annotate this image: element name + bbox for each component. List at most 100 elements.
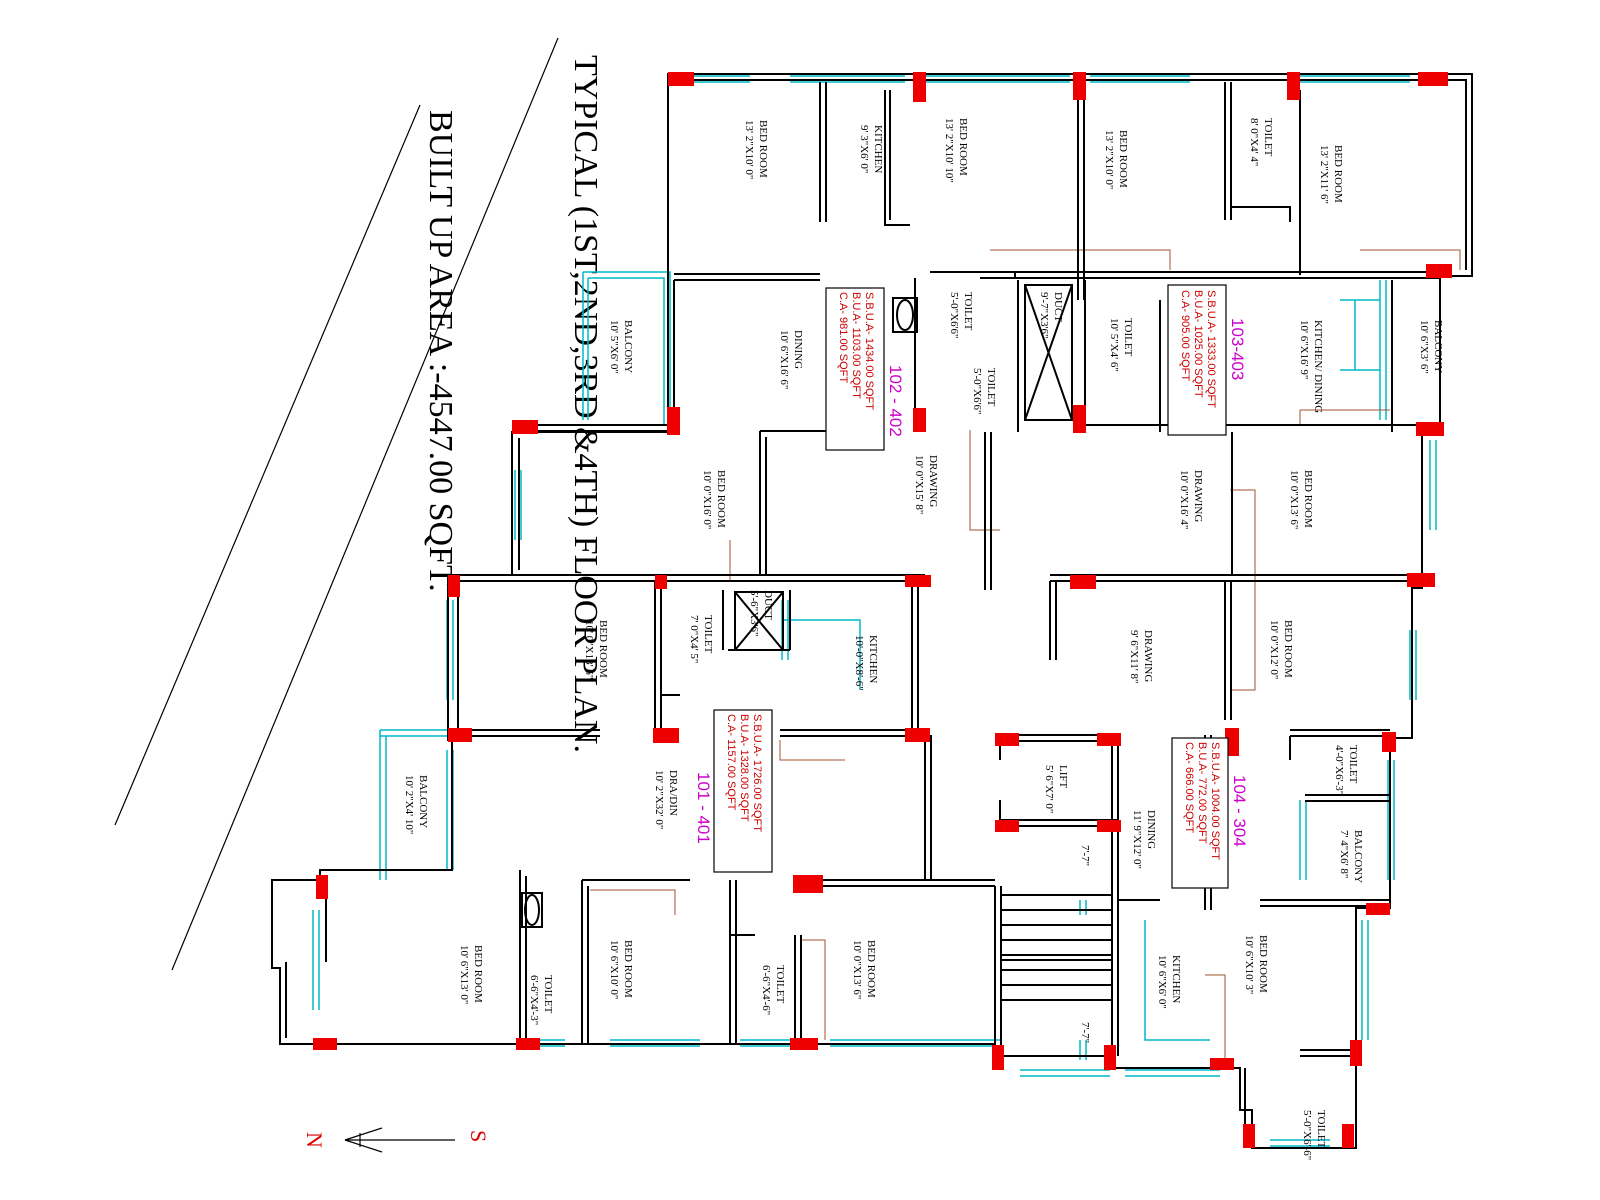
unit-101-ca: C.A- 1157.00 SQFT [725, 714, 737, 811]
door-swings [590, 249, 1461, 1060]
room-name-balcony: BALCONY [1432, 320, 1444, 373]
compass-arrow [344, 1127, 455, 1153]
room-name-bed-room: BED ROOM [472, 945, 484, 1003]
title-line-2: BUILT UP AREA :-4547.00 SQFT. [422, 110, 459, 592]
room-name-bed-room: BED ROOM [757, 120, 769, 178]
stair-dimension-1: 7'-7" [1079, 845, 1091, 866]
room-size-toilet: 8' 0"X4' 4" [1248, 118, 1260, 166]
room-size-drawing: 10' 0"X16' 4" [1178, 470, 1190, 529]
unit-102-ca: C.A- 981.00 SQFT [837, 292, 849, 383]
area-box-102 [825, 287, 885, 451]
room-size-lift: 5' 6"X7' 0" [1043, 765, 1055, 813]
room-size-toilet: 10' 5"X4' 6" [1108, 318, 1120, 372]
unit-103-ca: C.A- 905.00 SQFT [1179, 290, 1191, 381]
room-name-toilet: TOILET [1347, 745, 1359, 784]
room-size-bed-room: 10' 0"X12' 0" [1268, 620, 1280, 679]
room-name-bed-room: BED ROOM [1117, 130, 1129, 188]
unit-103-bua: B.U.A- 1025.00 SQFT [1192, 290, 1204, 398]
room-size-drawing: 9' 6"X11' 8" [1128, 630, 1140, 683]
unit-104-id: 104 - 304 [1230, 775, 1249, 847]
unit-101-bua: B.U.A- 1328.00 SQFT [738, 714, 750, 822]
room-name-kitchen: KITCHEN [872, 125, 884, 173]
room-size-kitchen: 10' 6"X6' 0" [1156, 955, 1168, 1009]
room-name-bed-room: BED ROOM [1332, 145, 1344, 203]
unit-104-bua: B.U.A- 772.00 SQFT [1196, 742, 1208, 844]
room-size-bed-room: 13' 2"X11' 6" [1318, 145, 1330, 204]
room-name-drawing: DRAWING [1192, 470, 1204, 522]
room-name-toilet: TOILET [1262, 118, 1274, 157]
title-line-1: TYPICAL (1ST,2ND,3RD &4TH) FLOOR PLAN. [567, 55, 604, 753]
room-name-bed-room: BED ROOM [1282, 620, 1294, 678]
room-size-duct: 9'-7"X3'6" [1038, 292, 1050, 339]
area-box-101 [713, 709, 773, 873]
room-size-dra-din: 10' 2"X32' 0" [653, 770, 665, 829]
room-size-toilet: 5'-0"X6'6" [948, 292, 960, 339]
room-size-bed-room: 13' 2"X10' 0" [1103, 130, 1115, 189]
room-size-kitchen-dining: 10' 6"X16' 9" [1298, 320, 1310, 379]
room-name-bed-room: BED ROOM [715, 470, 727, 528]
room-size-balcony: 10' 6"X3' 6" [1418, 320, 1430, 374]
room-size-bed-room: 10' 6"X13' 0" [458, 945, 470, 1004]
room-name-duct: DUCT [762, 590, 774, 620]
title-underline-1 [171, 37, 559, 971]
room-name-bed-room: BED ROOM [622, 940, 634, 998]
room-name-balcony: BALCONY [417, 775, 429, 828]
room-name-kitchen-dining: KITCHEN/ DINING [1312, 320, 1324, 413]
title-underline-2 [114, 104, 421, 826]
room-size-toilet: 5'-0"X6'-6" [1301, 1110, 1313, 1160]
room-name-kitchen: KITCHEN [867, 635, 879, 683]
unit-101-id: 101 - 401 [694, 772, 713, 844]
unit-104-ca: C.A- 666.00 SQFT [1183, 742, 1195, 833]
room-size-bed-room: 10' 6"X10' 3" [1243, 935, 1255, 994]
room-name-dining: DINING [1145, 810, 1157, 849]
room-name-duct: DUCT [1052, 292, 1064, 322]
room-size-bed-room: 10' 6"X10' 0" [608, 940, 620, 999]
room-size-bed-room: 10' 0"X13' 6" [1288, 470, 1300, 529]
area-box-103 [1167, 284, 1227, 436]
unit-103-sbua: S.B.U.A- 1333.00 SQFT [1205, 290, 1217, 408]
room-name-bed-room: BED ROOM [1257, 935, 1269, 993]
room-name-toilet: TOILET [985, 368, 997, 407]
room-name-drawing: DRAWING [1142, 630, 1154, 682]
room-size-dining: 11' 9"X12' 0" [1131, 810, 1143, 869]
room-size-toilet: 4'-0"X6'-3" [1333, 745, 1345, 795]
room-size-kitchen: 9' 3"X6' 0" [858, 125, 870, 173]
room-size-balcony: 7' 4"X6' 8" [1338, 830, 1350, 878]
room-name-balcony: BALCONY [622, 320, 634, 373]
room-size-bed-room: 13' 2"X10' 10" [943, 118, 955, 183]
compass-north-label: N [302, 1132, 327, 1148]
room-name-drawing: DRAWING [927, 455, 939, 507]
room-size-toilet: 7' 0"X4' 5" [688, 615, 700, 663]
unit-102-bua: B.U.A- 1103.00 SQFT [850, 292, 862, 399]
room-name-kitchen: KITCHEN [1170, 955, 1182, 1003]
room-size-balcony: 10' 5"X6' 0" [608, 320, 620, 374]
unit-102-id: 102 - 402 [886, 365, 905, 437]
room-name-toilet: TOILET [1315, 1110, 1327, 1149]
unit-104-sbua: S.B.U.A- 1004.00 SQFT [1209, 742, 1221, 860]
room-name-toilet: TOILET [702, 615, 714, 654]
unit-103-id: 103-403 [1228, 318, 1247, 380]
room-size-bed-room: 13' 2"X10' 0" [743, 120, 755, 179]
area-box-104 [1171, 737, 1229, 889]
room-name-lift: LIFT [1057, 765, 1069, 789]
room-name-bed-room: BED ROOM [957, 118, 969, 176]
room-name-dining: DINING [792, 330, 804, 369]
window-lines [312, 75, 1437, 1147]
room-name-toilet: TOILET [542, 975, 554, 1014]
unit-102-sbua: S.B.U.A- 1434.00 SQFT [863, 292, 875, 410]
room-size-drawing: 10' 0"X15' 8" [913, 455, 925, 514]
room-name-bed-room: BED ROOM [1302, 470, 1314, 528]
room-name-toilet: TOILET [1122, 318, 1134, 357]
room-size-balcony: 10' 2"X4' 10" [403, 775, 415, 834]
room-name-dra-din: DRA/DIN [667, 770, 679, 816]
room-name-bed-room: BED ROOM [865, 940, 877, 998]
room-size-bed-room: 10' 0"X13' 6" [851, 940, 863, 999]
room-name-toilet: TOILET [774, 965, 786, 1004]
room-size-toilet: 6'-6"X4'-3" [528, 975, 540, 1025]
room-name-balcony: BALCONY [1352, 830, 1364, 883]
room-size-toilet: 5'-0"X6'6" [971, 368, 983, 415]
room-size-bed-room: 10' 0"X13' 6" [583, 620, 595, 679]
room-size-kitchen: 10'-0"X8'-6" [853, 635, 865, 691]
